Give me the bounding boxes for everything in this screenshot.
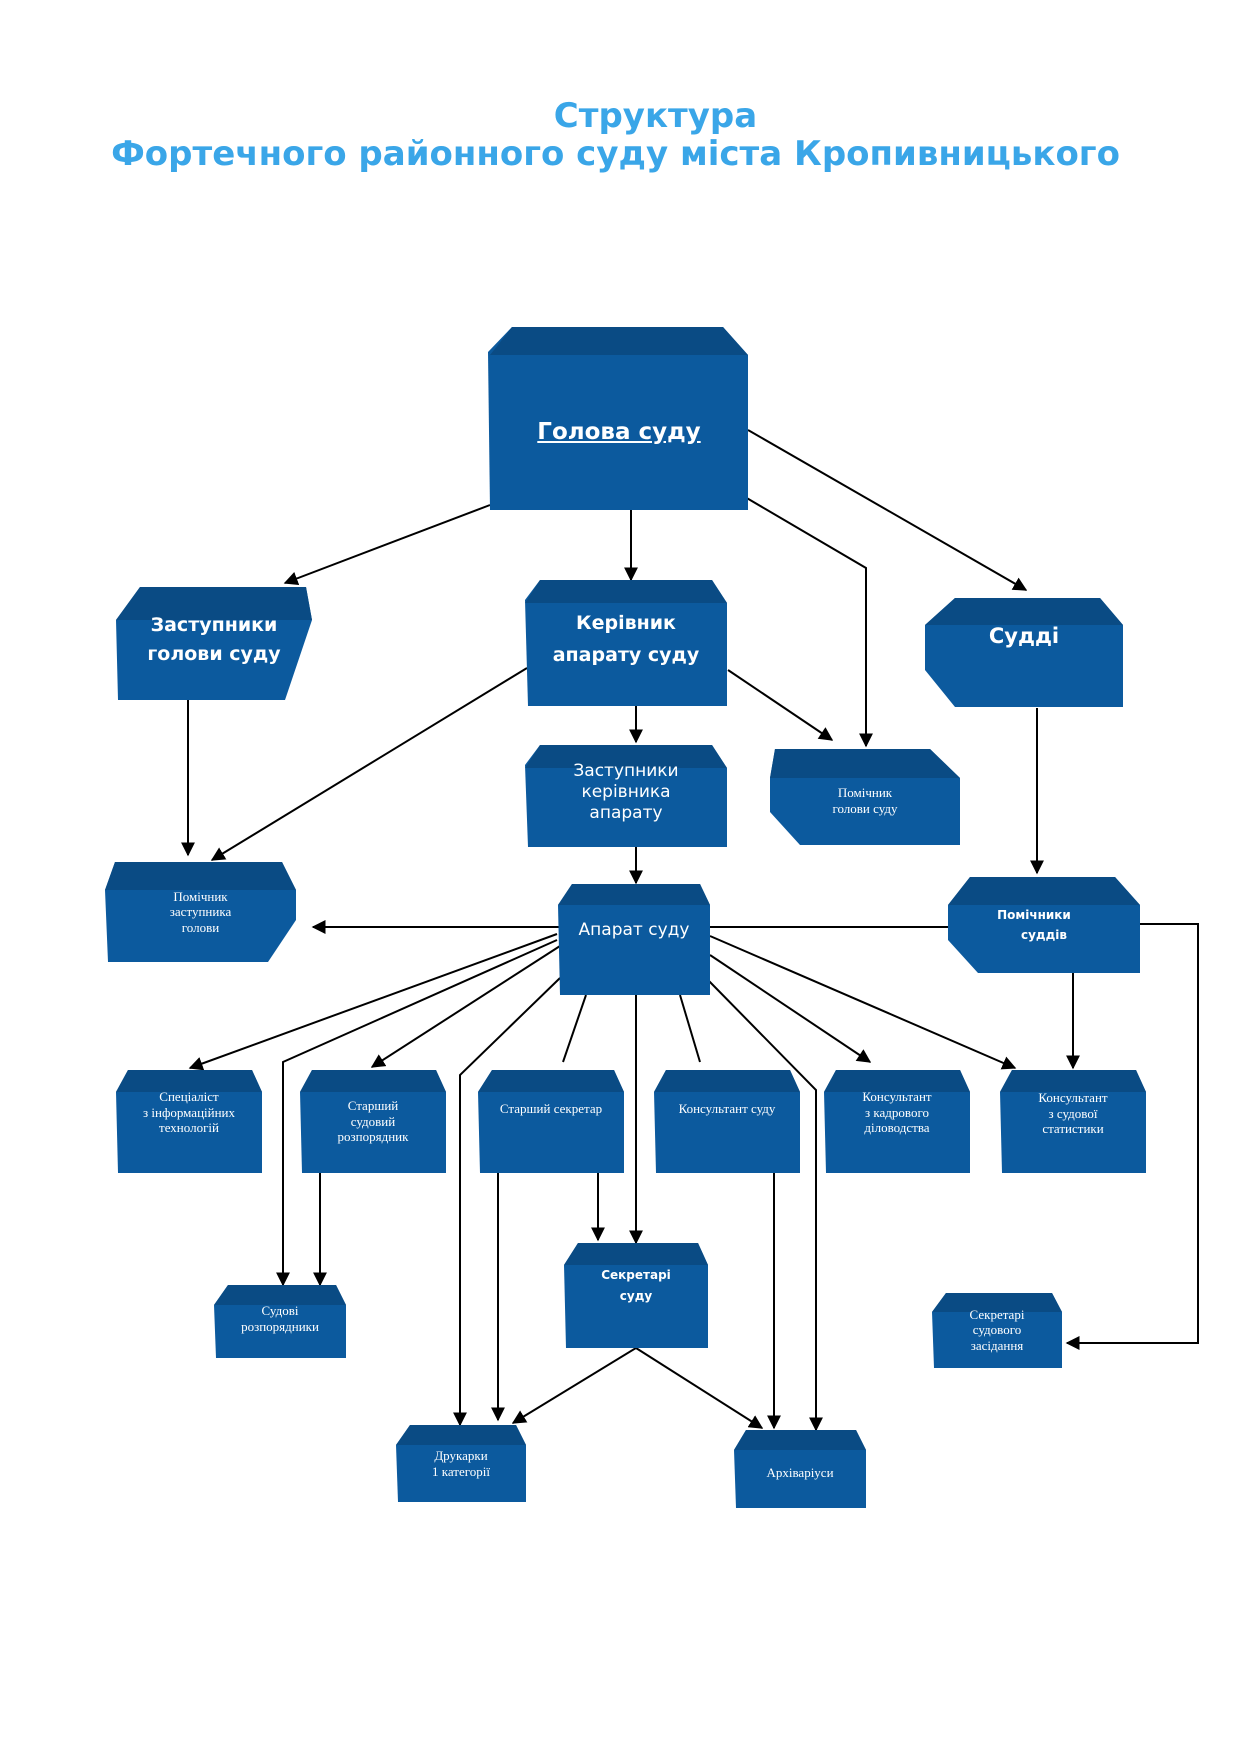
node-hr-consultant: Консультант з кадрового діловодства bbox=[824, 1089, 970, 1173]
node-head-label: Голова суду bbox=[537, 418, 701, 445]
node-court-clerks: Судові розпорядники bbox=[214, 1303, 346, 1358]
arrow-court-secretaries-to-archivists bbox=[635, 1347, 764, 1429]
node-hearing-secretaries: Секретарі судового засідання bbox=[932, 1307, 1062, 1368]
node-it-specialist: Спеціаліст з інформаційних технологій bbox=[116, 1089, 262, 1173]
arrow-judge-assistants-to-hearing-secretaries bbox=[1065, 923, 1199, 1350]
node-court-consultant: Консультант суду bbox=[654, 1092, 800, 1173]
node-archivists-label: Архіваріуси bbox=[766, 1465, 834, 1481]
box-shape-chief bbox=[525, 580, 727, 706]
node-typists: Друкарки 1 категорії bbox=[396, 1445, 526, 1502]
node-judge-assistants: Помічники суддів bbox=[948, 905, 1140, 973]
node-head-assistant: Помічник голови суду bbox=[770, 778, 960, 845]
node-deputy-chief-of-staff: Заступники керівника апарату bbox=[525, 761, 727, 847]
box-shape-senior-clerk bbox=[300, 1070, 446, 1173]
arrow-head-to-deputies bbox=[283, 504, 491, 586]
box-shape-apparatus bbox=[558, 884, 710, 995]
arrow-apparatus-to-hr bbox=[709, 954, 872, 1063]
node-deputies-label: Заступники голови суду bbox=[147, 613, 281, 665]
node-deputy-assistant: Помічник заступника голови bbox=[105, 888, 296, 962]
box-shape-deputy-chief bbox=[525, 745, 727, 847]
node-court-consultant-label: Консультант суду bbox=[678, 1100, 776, 1116]
line-apparatus-to-consultant bbox=[679, 994, 701, 1063]
node-senior-secretary: Старший секретар bbox=[478, 1092, 624, 1173]
node-deputy-chief-of-staff-label: Заступники керівника апарату bbox=[573, 760, 679, 824]
arrow-apparatus-to-court-clerks-a bbox=[276, 939, 558, 1287]
node-it-specialist-label: Спеціаліст з інформаційних технологій bbox=[142, 1089, 236, 1136]
arrow-apparatus-to-senior-clerk bbox=[370, 945, 561, 1068]
arrow-chief-to-head-assistant bbox=[727, 669, 834, 741]
box-shape-hr bbox=[824, 1070, 970, 1173]
node-court-clerks-label: Судові розпорядники bbox=[241, 1303, 319, 1334]
node-senior-secretary-label: Старший секретар bbox=[499, 1100, 603, 1116]
node-stats-consultant: Консультант з судової статистики bbox=[1000, 1090, 1146, 1173]
arrow-apparatus-to-typists-a bbox=[453, 977, 561, 1427]
node-apparatus: Апарат суду bbox=[558, 905, 710, 995]
node-court-secretaries: Секретарі суду bbox=[564, 1265, 708, 1348]
arrow-apparatus-to-archivists-a bbox=[707, 979, 823, 1432]
node-judge-assistants-label: Помічники суддів bbox=[997, 907, 1071, 942]
node-deputy-assistant-label: Помічник заступника голови bbox=[169, 888, 232, 935]
node-typists-label: Друкарки 1 категорії bbox=[432, 1447, 490, 1479]
arrow-court-secretaries-to-typists bbox=[511, 1347, 637, 1424]
arrow-head-to-head-assistant bbox=[744, 496, 873, 748]
node-court-secretaries-label: Секретарі суду bbox=[601, 1268, 671, 1303]
node-hr-consultant-label: Консультант з кадрового діловодства bbox=[862, 1089, 932, 1136]
diagram-title-line1: Структура bbox=[553, 96, 758, 136]
box-shape-court-secretaries bbox=[564, 1243, 708, 1348]
node-hearing-secretaries-label: Секретарі судового засідання bbox=[969, 1306, 1025, 1353]
box-shape-it bbox=[116, 1070, 262, 1173]
node-deputies: Заступники голови суду bbox=[116, 614, 312, 700]
node-head: Голова суду bbox=[490, 355, 748, 510]
node-apparatus-label: Апарат суду bbox=[578, 919, 690, 940]
node-chief-of-staff-label: Керівник апарату суду bbox=[552, 612, 700, 666]
line-apparatus-to-senior-secretary bbox=[562, 994, 587, 1063]
box-shape-stats bbox=[1000, 1070, 1146, 1173]
node-senior-court-clerk-label: Старший судовий розпорядник bbox=[337, 1098, 409, 1145]
node-judges-label: Судді bbox=[988, 623, 1060, 648]
arrow-apparatus-to-stats bbox=[709, 935, 1017, 1070]
node-archivists: Архіваріуси bbox=[734, 1450, 866, 1508]
box-shape-judges bbox=[925, 598, 1123, 707]
arrow-head-to-judges bbox=[747, 429, 1028, 591]
node-head-assistant-label: Помічник голови суду bbox=[832, 784, 898, 816]
box-shape-head bbox=[488, 327, 748, 510]
node-senior-court-clerk: Старший судовий розпорядник bbox=[300, 1092, 446, 1173]
node-judges: Судді bbox=[925, 624, 1123, 707]
node-stats-consultant-label: Консультант з судової статистики bbox=[1038, 1090, 1108, 1137]
diagram-title-line2: Фортечного районного суду міста Кропивни… bbox=[111, 134, 1120, 174]
node-chief-of-staff: Керівник апарату суду bbox=[525, 603, 727, 706]
arrow-chief-to-deputy-assistant bbox=[210, 667, 528, 861]
arrow-apparatus-to-it bbox=[188, 933, 558, 1071]
box-shape-senior-secretary bbox=[478, 1070, 624, 1173]
box-shape-consultant bbox=[654, 1070, 800, 1173]
